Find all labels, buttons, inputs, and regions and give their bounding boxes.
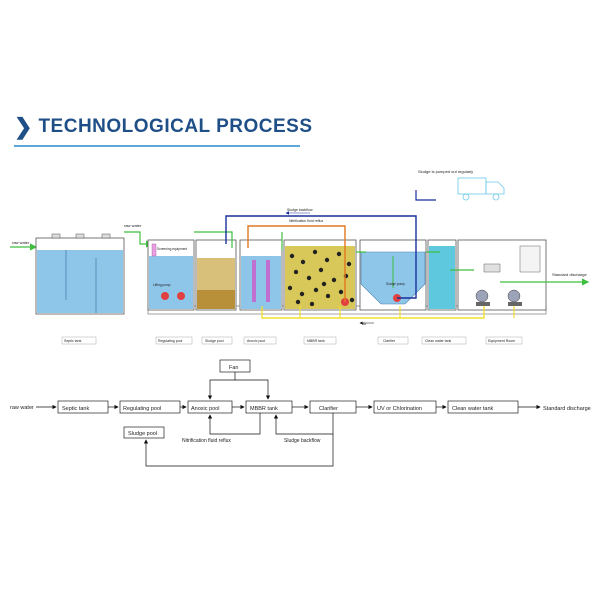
clarifier-label: Clarifier: [383, 339, 396, 343]
flow-nitrification: Nitrification fluid reflux: [182, 438, 231, 444]
sludge-backflow-label: Sludge backflow: [287, 208, 313, 212]
air-label: Air: [362, 322, 367, 326]
equipment-room: [457, 239, 547, 311]
raw-water-label-2: raw water: [124, 223, 142, 228]
fan-to-anoxic: [207, 372, 236, 400]
air-main-pipe: [261, 306, 485, 319]
mbbr-label: MBBR tank: [307, 339, 325, 343]
mbbr-tank: [283, 239, 357, 311]
flow-septic: Septic tank: [62, 406, 89, 412]
flow-clean-water: Clean water tank: [452, 406, 494, 412]
blower-2: [507, 289, 522, 306]
clarifier-tag: [377, 336, 409, 345]
flow-anoxic: Anoxic pool: [191, 406, 219, 412]
fan-to-mbbr: [235, 379, 271, 400]
clean-water-tag: [421, 336, 467, 345]
sludge-removal-pipe: [415, 190, 436, 201]
equipment-room-tag: [485, 336, 523, 345]
screening-equipment: [151, 243, 157, 257]
clean-water-label: Clean water tank: [425, 339, 452, 343]
anoxic-pool: [239, 239, 283, 311]
nitrification-loop: [207, 413, 261, 435]
septic-tank: [35, 233, 125, 315]
septic-tank-tag: [61, 336, 97, 345]
flow-raw-water: raw water: [10, 405, 34, 411]
flow-mbbr: MBBR tank: [250, 406, 278, 412]
regulating-label: Regulating pool: [158, 339, 183, 343]
flow-sludge-backflow: Sludge backflow: [284, 438, 321, 444]
page-heading: ❯ TECHNOLOGICAL PROCESS: [14, 116, 313, 138]
sludge-pool: [195, 239, 237, 311]
sludge-pump-label: Sludge pump: [386, 282, 405, 286]
title-underline: [14, 145, 300, 147]
screening-label: Screening equipment: [157, 247, 187, 251]
sludge-note-label: Sludge is pumped out regularly: [418, 169, 473, 174]
control-cabinet: [519, 245, 541, 273]
anoxic-tag: [243, 336, 277, 345]
flow-sludge-pool-box: [123, 426, 165, 439]
sludge-to-pool-loop: [143, 434, 334, 467]
page-title: TECHNOLOGICAL PROCESS: [38, 116, 313, 137]
lifting-pump-label: Lifting pump: [153, 283, 171, 287]
sludge-backflow-pipe: [225, 215, 417, 299]
clean-water-tank: [427, 239, 457, 311]
flow-sludge-pool: Sludge pool: [128, 431, 157, 437]
septic-tank-label: Septic tank: [64, 339, 82, 343]
clarifier: [359, 239, 427, 311]
nitrification-reflux-label: Nitrification fluid reflux: [289, 219, 323, 223]
flow-uv: UV or Chlorination: [377, 406, 422, 412]
lifting-pump-1: [161, 292, 169, 300]
pipe-to-regulating: [124, 231, 154, 248]
sludge-backflow-loop: [273, 413, 334, 435]
chevron-right-icon: ❯: [14, 114, 33, 139]
mbbr-tag: [303, 336, 337, 345]
equipment-room-label: Equipment Room: [488, 339, 515, 343]
sludge-pool-tag: [201, 336, 233, 345]
blower-1: [475, 289, 490, 306]
nitrification-reflux-pipe: [247, 225, 346, 302]
flow-fan: Fan: [229, 365, 238, 371]
anoxic-label: Anoxic pool: [247, 339, 265, 343]
mbbr-media: [287, 249, 355, 307]
flow-diagram: raw water Septic tank Regulating pool An…: [10, 359, 591, 467]
raw-water-label: raw water: [12, 240, 30, 245]
regulating-pool: [147, 239, 195, 311]
truck-icon: [457, 177, 505, 201]
pipe-regulating-to-anoxic: [194, 231, 233, 248]
regulating-tag: [155, 336, 193, 345]
lifting-pump-2: [177, 292, 185, 300]
flow-regulating: Regulating pool: [123, 406, 161, 412]
flow-clarifier: Clarifier: [319, 406, 338, 412]
standard-discharge-label: Standard discharge: [552, 272, 587, 277]
flow-standard-discharge: Standard discharge: [543, 406, 591, 412]
sludge-pool-label: Sludge pool: [205, 339, 224, 343]
